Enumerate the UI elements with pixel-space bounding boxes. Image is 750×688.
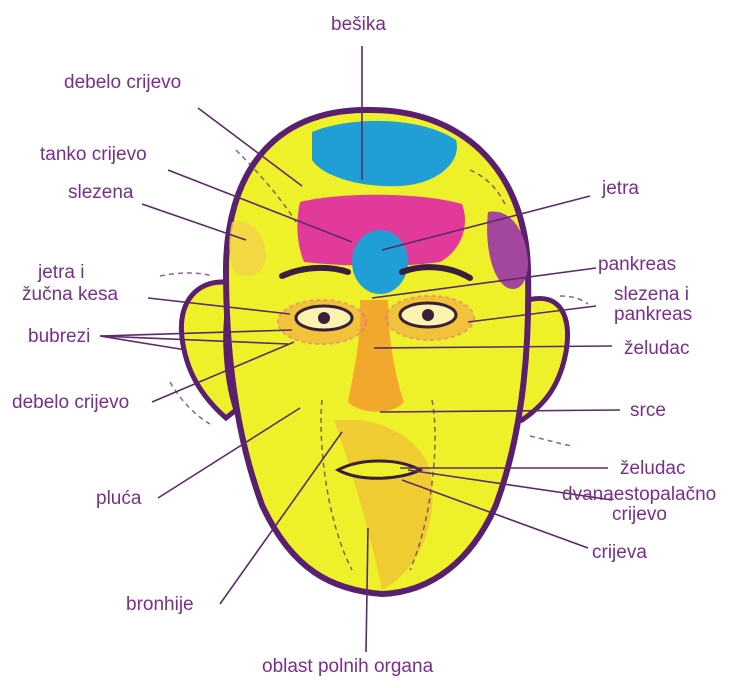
right-pupil [422,309,434,321]
left-temple-zone [229,221,266,276]
label-zucna-kesa: žučna kesa [22,284,119,305]
label-pankreas: pankreas [598,254,677,275]
label-besika: bešika [331,14,386,35]
label-oblast-polnih-organa: oblast polnih organa [262,656,434,677]
label-crijevo: crijevo [612,504,667,525]
label-tanko-crijevo: tanko crijevo [40,144,147,165]
label-dvanaestopalacno: dvanaestopalačno [562,484,717,505]
left-pupil [318,312,330,324]
label-zeludac-2: želudac [620,458,686,479]
label-jetra-i: jetra i [38,262,85,283]
label-debelo-crijevo-top: debelo crijevo [64,72,182,93]
label-bronhije: bronhije [126,594,194,615]
right-temple-zone [487,211,528,289]
left-eyebrow [279,264,351,279]
label-pankreas-2: pankreas [614,304,693,325]
label-debelo-crijevo-side: debelo crijevo [12,392,130,413]
label-bubrezi: bubrezi [28,326,91,347]
label-jetra: jetra [602,178,639,199]
liver-zone [352,230,408,294]
leader-lines [99,46,621,653]
bladder-zone [312,120,457,187]
label-zeludac-1: želudac [624,338,690,359]
label-slezena: slezena [68,182,134,203]
label-crijeva: crijeva [592,542,647,563]
right-eyebrow [399,264,473,281]
label-slezena-i: slezena i [614,284,689,305]
mouth [334,459,424,480]
label-pluca: pluća [96,488,142,509]
jaw-dashed-lines [159,272,589,447]
face-dashed-lines [235,149,507,571]
label-srce: srce [630,400,666,421]
